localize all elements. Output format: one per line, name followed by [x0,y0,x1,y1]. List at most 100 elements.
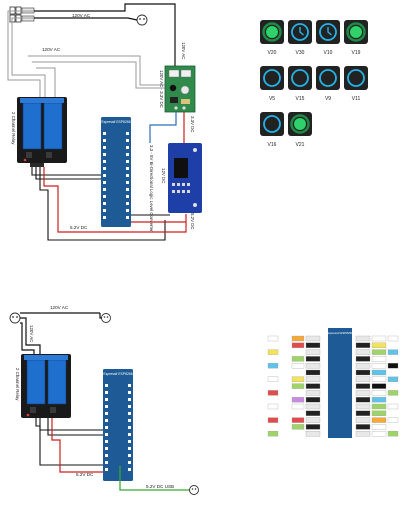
pinout-left-tag [291,417,305,423]
pinout-left-extra-tag [267,376,279,382]
pinout-right-tag [387,390,399,396]
usb-label: 5.2V DC USB [146,484,174,489]
pinout-right-tag [355,431,371,437]
pinout-chip-title: Espressif ESP8266 [327,331,353,335]
pinout-right-tag [371,369,387,376]
button-pin-label: V15 [296,96,305,102]
pinout-right-tag [387,335,399,342]
pinout-right-tag [355,356,371,362]
ac-wires-top [7,3,176,98]
ac-top-label: 120V AC [72,13,91,18]
esp-title-bottom: Espressif ESP8266 [103,372,132,376]
pinout-left-tag [305,397,321,403]
psu-label: 120V AC - 3.3V DC [159,70,164,108]
button-v9[interactable]: V9 [316,66,340,102]
button-pin-label: V10 [324,50,333,56]
esp-title-top: Espressif ESP8266 [101,120,130,124]
filled-circle-icon [290,114,310,134]
ac-wires-bottom [20,312,102,355]
pinout-left-tag [305,390,321,396]
pinout-left-tag [291,363,305,369]
pinout-left-tag [291,376,305,382]
button-v16[interactable]: V16 [260,112,284,148]
button-v21[interactable]: V21 [288,112,312,148]
pinout-left-tag [291,424,305,430]
pinout-right-tag [355,335,371,342]
pinout-left-tag [305,369,321,376]
button-pin-label: V16 [268,142,277,148]
pinout-left-tag [305,383,321,389]
pinout-right-tag [355,390,371,396]
pinout-right-tag [387,363,399,369]
button-v19[interactable]: V19 [344,20,368,56]
pinout-left-tag [291,335,305,342]
pinout-left-extra-tag [267,349,279,355]
pinout-chip [328,328,352,438]
button-v11[interactable]: V11 [344,66,368,102]
ring-icon [319,69,337,87]
button-pin-label: V11 [352,96,361,102]
pinout-left-tag [291,403,305,410]
clock-icon [319,23,337,41]
esp8266-board-top: Espressif ESP8266 [101,117,131,227]
pinout-left-tag [305,349,321,355]
pinout-left-extra-tag [267,335,279,342]
pinout-right-tag [387,417,399,423]
pinout-right-tag [371,376,387,382]
pinout-left-tag [305,376,321,382]
pinout-left-tag [305,424,321,430]
v33-label: 3.3V DC [190,116,195,133]
pinout-right-tag [371,383,387,389]
esp-pins-left-bottom [105,384,108,471]
pinout-left-tag [305,363,321,369]
button-v15[interactable]: V15 [288,66,312,102]
pinout-right-tag [387,431,399,437]
pinout-left-tag [291,342,305,348]
pinout-left-tag [305,335,321,342]
ac-side-label-bottom: 120V AC [29,325,34,342]
pinout-right-tag [371,397,387,403]
ac-plug-bottom [9,312,21,324]
pinout-right-tag [371,349,387,355]
filled-circle-icon [262,22,282,42]
pinout-left-extra-tag [267,417,279,423]
psu-right-label: 120V AC [181,42,186,59]
pinout-right-tag [371,424,387,430]
pinout-right-tag [387,403,399,410]
pinout-right-tag [371,417,387,423]
dc-wires-top [131,112,186,223]
esp8266-board-bottom: Espressif ESP8266 [103,369,133,481]
pinout-right-tag [371,410,387,416]
pinout-right-tag [355,383,371,389]
ac-plug-top-left [9,6,35,23]
pinout-left-tag [305,410,321,416]
pinout-left-extra-tag [267,431,279,437]
v5-label-bottom: 5.2V DC [76,472,94,477]
button-v30[interactable]: V30 [288,20,312,56]
pinout-right-tag [355,410,371,416]
esp8266-pinout-diagram: Espressif ESP8266 [267,328,399,438]
pin-12v-label: 12V DC [161,168,166,183]
button-pin-label: V5 [269,96,275,102]
button-v20[interactable]: V20 [260,20,284,56]
ac-plug-bottom-right [101,313,111,323]
clock-icon [291,23,309,41]
relay-module-bottom [21,354,71,418]
pinout-right-tag [371,363,387,369]
pinout-left-tag [305,403,321,410]
pinout-left-extra-tag [267,363,279,369]
pinout-left-tag [291,356,305,362]
relay-signal-wires-top [31,167,187,241]
v5-bottom-label: 5.2V DC [70,225,88,230]
bottom-wiring-diagram: 120V AC 120V AC 2 Channel Relay [9,305,199,495]
pinout-right-tag [371,342,387,348]
pinout-right-tag [371,335,387,342]
pinout-right-tag [387,376,399,382]
relay-label-bottom: 2 Channel Relay [15,368,20,401]
pinout-right-tag [355,424,371,430]
button-v10[interactable]: V10 [316,20,340,56]
button-v5[interactable]: V5 [260,66,284,102]
ac-plug-top-round [127,14,148,26]
